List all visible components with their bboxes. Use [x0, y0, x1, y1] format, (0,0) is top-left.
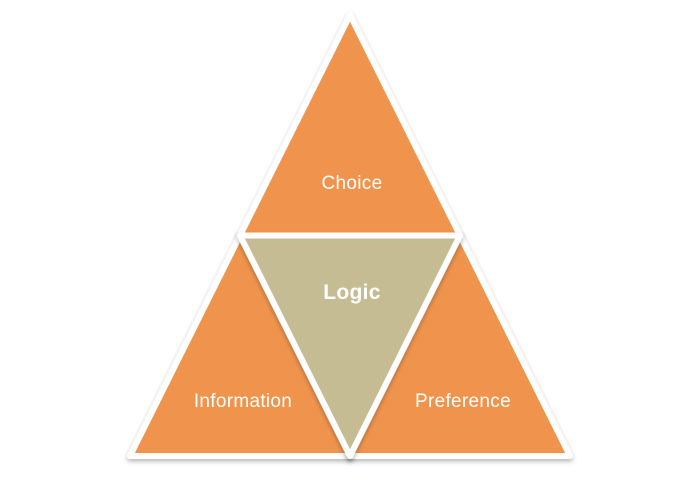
logic-triangle [237, 232, 463, 459]
pyramid-segment-center: Logic [237, 232, 463, 459]
choice-triangle [237, 12, 463, 239]
logic-label: Logic [323, 281, 381, 304]
preference-label: Preference [415, 391, 511, 412]
pyramid-segment-top: Choice [237, 12, 463, 239]
choice-label: Choice [322, 173, 383, 194]
information-label: Information [194, 391, 292, 412]
